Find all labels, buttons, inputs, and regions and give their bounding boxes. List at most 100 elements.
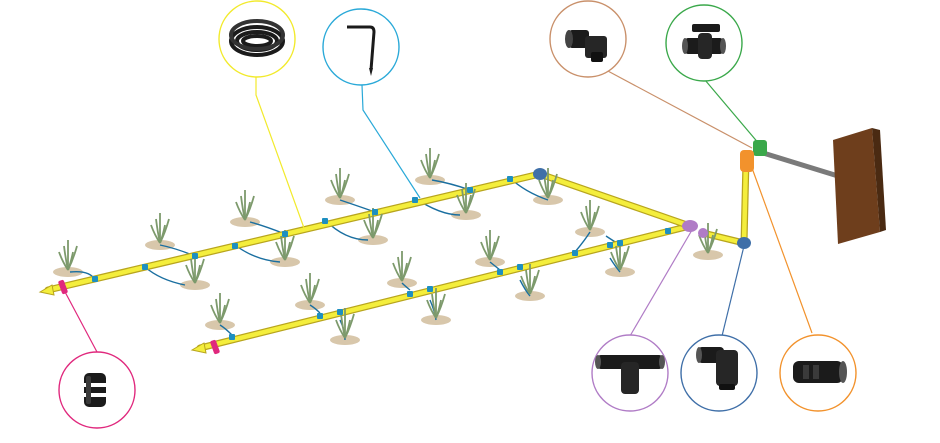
soil-patch — [451, 210, 481, 220]
leader-tee — [629, 229, 693, 337]
leader-adapter — [751, 167, 813, 334]
pipe-fittings — [58, 140, 767, 355]
plant — [363, 208, 383, 239]
plant-leaf — [619, 245, 630, 271]
end-plug-fitting-2 — [210, 339, 220, 355]
callout-ball-valve — [665, 4, 743, 82]
plant — [330, 168, 350, 199]
end-plug-icon — [80, 373, 110, 407]
drip-line — [309, 304, 321, 314]
wall-panel — [833, 128, 880, 244]
elbow-adapter-icon — [565, 30, 607, 62]
tee-fitting — [682, 220, 708, 238]
connector — [317, 313, 323, 319]
water-supply — [757, 128, 886, 244]
soil-patch — [53, 267, 83, 277]
plant-leaf — [435, 293, 446, 319]
plant-leaf — [429, 153, 440, 179]
plant — [150, 213, 170, 244]
pipe-upper-lateral — [45, 171, 543, 293]
plant — [392, 251, 412, 282]
callout-elbow-adapter — [549, 0, 627, 78]
drip-line — [519, 279, 531, 297]
plant — [300, 273, 320, 304]
plant-leaf — [529, 269, 540, 295]
connector — [337, 309, 343, 315]
connector — [372, 209, 378, 215]
connector — [572, 250, 578, 256]
end-plug-fitting-1 — [58, 279, 68, 295]
connector — [607, 242, 613, 248]
plant-leaf — [401, 256, 412, 282]
pipe-tip-lower — [190, 342, 207, 354]
pipe-header — [537, 171, 693, 229]
soil-patch — [180, 280, 210, 290]
plant — [275, 230, 295, 261]
plant-leaf — [67, 245, 78, 271]
plant — [538, 168, 558, 199]
plant-leaf — [589, 205, 600, 231]
plant-leaf — [372, 213, 383, 239]
connector — [467, 187, 473, 193]
pipe-connector-run — [700, 230, 747, 246]
pipe-lower-lateral — [197, 223, 693, 351]
plant-leaf — [344, 313, 355, 339]
plant-leaf — [219, 298, 230, 324]
leader-elbow-adapter — [605, 69, 753, 149]
elbow-fitting-bottom — [737, 237, 751, 249]
plant — [210, 293, 230, 324]
connector — [232, 243, 238, 249]
plant-leaf — [194, 258, 205, 284]
tee-icon — [595, 355, 665, 394]
callout-drip-tubing — [218, 0, 296, 78]
callouts — [58, 0, 857, 429]
leader-dripper-stake — [361, 84, 421, 199]
connector — [412, 197, 418, 203]
valve-fitting — [753, 140, 767, 156]
adapter-fitting — [740, 150, 754, 172]
plant-leaf — [707, 228, 718, 254]
plant — [235, 190, 255, 221]
plant-leaf — [547, 173, 558, 199]
connector — [192, 253, 198, 259]
plant — [58, 240, 78, 271]
plant — [335, 308, 355, 339]
plant-leaf — [159, 218, 170, 244]
connector — [665, 228, 671, 234]
stake-icon — [347, 25, 376, 76]
soil-patch — [693, 250, 723, 260]
plant — [480, 230, 500, 261]
connector — [407, 291, 413, 297]
connector — [617, 240, 623, 246]
plant-leaf — [339, 173, 350, 199]
elbow-fitting-top — [533, 168, 547, 180]
drip-line — [339, 199, 376, 213]
connector — [282, 231, 288, 237]
connector — [92, 276, 98, 282]
plants — [58, 148, 718, 339]
soil-patch — [415, 175, 445, 185]
plant — [420, 148, 440, 179]
plant — [580, 200, 600, 231]
plant — [520, 264, 540, 295]
plant-leaf — [244, 195, 255, 221]
plant-leaf — [309, 278, 320, 304]
connector — [229, 334, 235, 340]
callout-elbow — [680, 334, 758, 412]
callout-adapter — [779, 334, 857, 412]
connector — [507, 176, 513, 182]
plant — [426, 288, 446, 319]
plant — [698, 223, 718, 254]
plant-leaf — [284, 235, 295, 261]
pipe-riser — [741, 157, 749, 246]
plant-leaf — [465, 188, 476, 214]
soil-patch — [270, 257, 300, 267]
elbow-icon — [696, 347, 738, 390]
connector — [322, 218, 328, 224]
drip-line — [219, 324, 233, 336]
drip-line — [144, 266, 186, 286]
coil-icon — [229, 19, 285, 57]
connector — [427, 286, 433, 292]
callout-tee — [591, 334, 669, 412]
